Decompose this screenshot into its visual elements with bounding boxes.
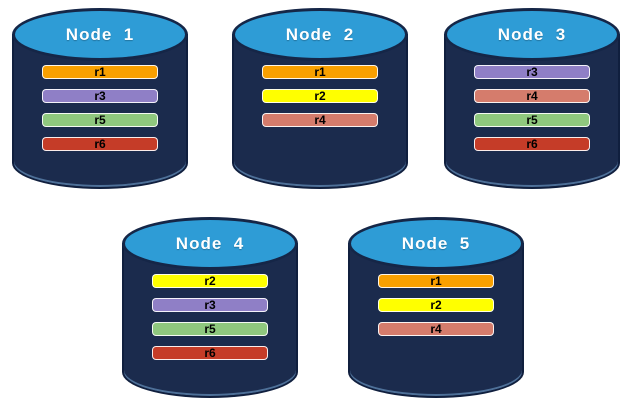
node-3-replica-list: r3 r4 r5 r6 bbox=[474, 65, 590, 151]
node-5-cylinder: Node 5 r1 r2 r4 bbox=[348, 217, 524, 398]
replica-bar-r6: r6 bbox=[42, 137, 158, 151]
node-3-cylinder: Node 3 r3 r4 r5 r6 bbox=[444, 8, 620, 189]
replica-bar-r2: r2 bbox=[378, 298, 494, 312]
replica-bar-r1: r1 bbox=[378, 274, 494, 288]
node-3-cylinder-top: Node 3 bbox=[444, 8, 620, 61]
node-4-title: Node 4 bbox=[175, 233, 245, 253]
node-2-cylinder-top: Node 2 bbox=[232, 8, 408, 61]
replica-bar-r3: r3 bbox=[152, 298, 268, 312]
node-5-title: Node 5 bbox=[401, 233, 471, 253]
replica-bar-r4: r4 bbox=[474, 89, 590, 103]
node-1-cylinder: Node 1 r1 r3 r5 r6 bbox=[12, 8, 188, 189]
replica-bar-r1: r1 bbox=[262, 65, 378, 79]
node-1-replica-list: r1 r3 r5 r6 bbox=[42, 65, 158, 151]
replica-bar-r6: r6 bbox=[474, 137, 590, 151]
node-2-replica-list: r1 r2 r4 bbox=[262, 65, 378, 127]
replica-bar-r1: r1 bbox=[42, 65, 158, 79]
replica-bar-r3: r3 bbox=[42, 89, 158, 103]
node-4-cylinder-top: Node 4 bbox=[122, 217, 298, 270]
replica-bar-r4: r4 bbox=[378, 322, 494, 336]
replica-bar-r5: r5 bbox=[42, 113, 158, 127]
replica-bar-r2: r2 bbox=[262, 89, 378, 103]
node-1-cylinder-top: Node 1 bbox=[12, 8, 188, 61]
node-4-cylinder: Node 4 r2 r3 r5 r6 bbox=[122, 217, 298, 398]
replica-bar-r6: r6 bbox=[152, 346, 268, 360]
node-5-cylinder-top: Node 5 bbox=[348, 217, 524, 270]
node-5-replica-list: r1 r2 r4 bbox=[378, 274, 494, 336]
node-3-title: Node 3 bbox=[497, 24, 567, 44]
replica-bar-r5: r5 bbox=[152, 322, 268, 336]
node-1-title: Node 1 bbox=[65, 24, 135, 44]
replica-bar-r2: r2 bbox=[152, 274, 268, 288]
node-2-cylinder: Node 2 r1 r2 r4 bbox=[232, 8, 408, 189]
node-2-title: Node 2 bbox=[285, 24, 355, 44]
replica-bar-r3: r3 bbox=[474, 65, 590, 79]
node-4-replica-list: r2 r3 r5 r6 bbox=[152, 274, 268, 360]
replica-bar-r5: r5 bbox=[474, 113, 590, 127]
replica-bar-r4: r4 bbox=[262, 113, 378, 127]
